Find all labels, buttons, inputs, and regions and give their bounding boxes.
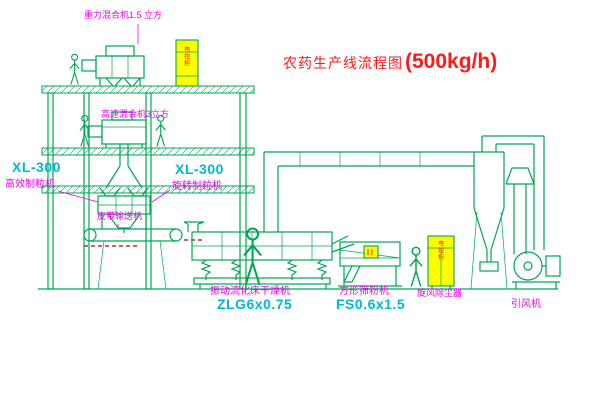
high-speed-mixer	[87, 111, 147, 189]
label-high-speed-mixer: 高速混合机3立方	[101, 109, 170, 119]
label-dryer-model: ZLG6x0.75	[217, 296, 293, 312]
worker-figure	[155, 114, 167, 147]
worker-figure	[69, 53, 80, 85]
exhaust-duct	[263, 151, 474, 232]
label-dryer-name: 振动流化床干燥机	[210, 286, 290, 297]
label-gravity-mixer: 重力混合机1.5 立方	[84, 10, 163, 20]
label-belt-conveyor: 皮带输送机	[97, 211, 143, 221]
label-leader-lines	[57, 24, 171, 228]
worker-figure	[409, 246, 423, 288]
exhaust-stack	[505, 167, 535, 254]
gravity-mixer	[81, 45, 145, 87]
title-text: 农药生产线流程图	[283, 55, 403, 71]
label-right-granulator-model: XL-300	[175, 161, 224, 177]
diagram-title: 农药生产线流程图 (500kg/h)	[283, 50, 497, 74]
granulator	[97, 187, 151, 233]
label-cabinet-top: 电控柜	[182, 46, 189, 67]
sifter-motor	[363, 245, 379, 259]
belt-conveyor	[83, 228, 202, 290]
label-sifter-model: FS0.6x1.5	[336, 296, 406, 312]
induced-draft-fan	[512, 251, 561, 289]
label-sifter-name: 方形筛粉机	[339, 286, 389, 297]
label-cyclone: 旋风除尘器	[417, 288, 463, 298]
dryer-inlet-chute	[183, 221, 205, 232]
square-sifter	[331, 235, 402, 287]
label-left-granulator-model: XL-300	[12, 159, 61, 175]
label-fan: 引风机	[511, 299, 541, 310]
title-capacity: (500kg/h)	[405, 50, 498, 73]
control-cabinet-top	[175, 39, 199, 87]
cyclone-separator	[470, 135, 545, 290]
label-right-granulator-name: 旋转制粒机	[172, 181, 222, 192]
control-cabinet-right	[427, 235, 455, 289]
label-cabinet-right: 电控柜	[436, 240, 443, 261]
fluid-bed-dryer	[191, 231, 333, 289]
label-left-granulator-name: 高效制粒机	[5, 179, 55, 190]
building-structure	[41, 85, 255, 290]
